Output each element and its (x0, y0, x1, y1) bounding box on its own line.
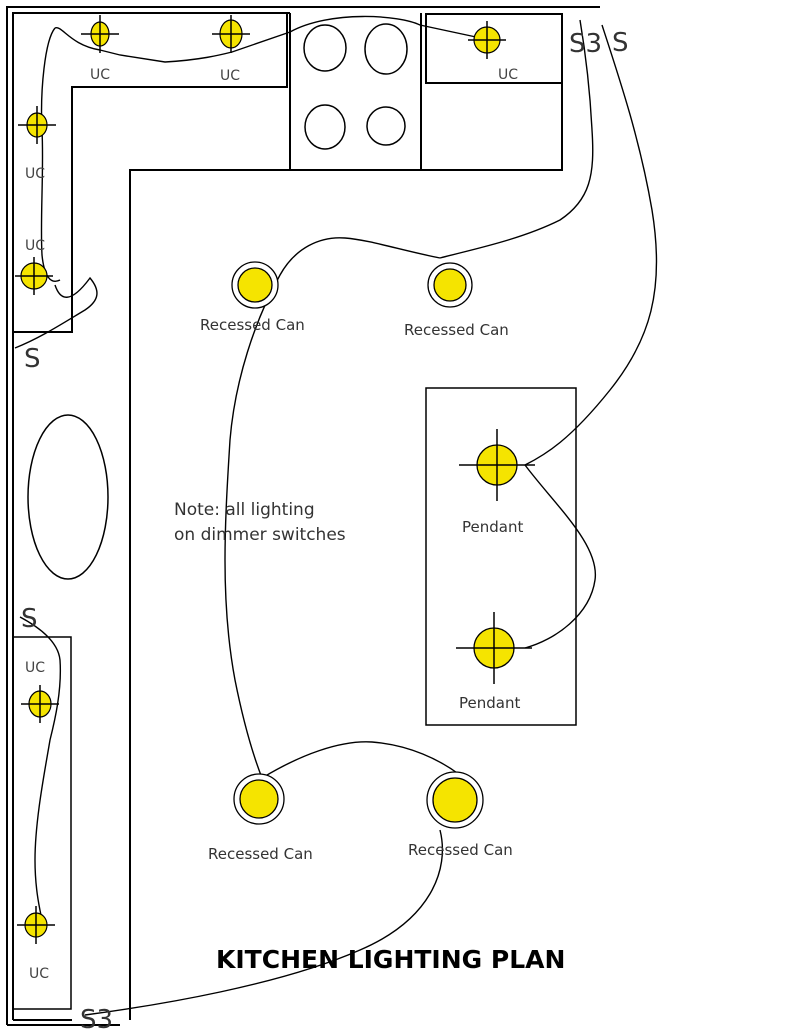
counters (12, 12, 577, 1020)
recessed-can-icon (231, 261, 279, 309)
uc-fixture-icon (15, 257, 53, 295)
room-inner-edge (129, 13, 563, 1020)
recessed-fixtures (231, 261, 484, 829)
uc-fixture-icon (212, 15, 250, 53)
wiring (14, 15, 658, 1016)
upper-cabinet-right (425, 13, 563, 84)
wire-to-switch-bottom (84, 829, 444, 1016)
pendant-label: Pendant (459, 694, 520, 712)
cooktop-burners (303, 23, 408, 150)
plan-title: KITCHEN LIGHTING PLAN (216, 945, 565, 974)
outer-wall-outer (6, 6, 600, 1025)
uc-label: UC (220, 68, 240, 84)
wire-recessed-run (224, 237, 441, 779)
recessed-can-icon (233, 773, 285, 825)
counter-lower-left (12, 636, 72, 1010)
wire-recessed-bottom (261, 741, 461, 779)
wire-s-to-pendant (524, 24, 658, 466)
switch-s3-bottom: S3 (80, 1005, 113, 1033)
switch-s-top: S (612, 28, 629, 58)
switch-s-left-upper: S (24, 344, 41, 374)
uc-label: UC (25, 660, 45, 676)
pendant-fixtures (456, 429, 535, 684)
recessed-can-icon (426, 771, 484, 829)
island (425, 387, 577, 726)
recessed-can-label: Recessed Can (404, 321, 509, 339)
wire-pendant-link (524, 464, 596, 649)
pendant-label: Pendant (462, 518, 523, 536)
pendant-icon (456, 612, 532, 684)
wire-to-switch-left-upper (14, 276, 98, 349)
uc-fixture-icon (468, 21, 506, 59)
burner-icon (366, 106, 406, 146)
wire-uc-top (54, 27, 291, 63)
uc-label: UC (90, 67, 110, 83)
pendant-icon (459, 429, 535, 501)
switch-s3-top: S3 (569, 29, 602, 59)
uc-fixture-icon (17, 906, 55, 944)
sink-icon (27, 414, 109, 580)
recessed-can-label: Recessed Can (200, 316, 305, 334)
wire-uc-left-lower (19, 616, 62, 921)
note-line-1: Note: all lighting (174, 500, 315, 520)
burner-icon (303, 24, 347, 72)
wire-s3-to-recessed (439, 19, 594, 259)
uc-label: UC (25, 166, 45, 182)
uc-fixtures (15, 15, 506, 944)
uc-label: UC (25, 238, 45, 254)
uc-label: UC (498, 67, 518, 83)
counter-top-left (13, 12, 288, 333)
wire-uc-cooktop (289, 15, 491, 41)
recessed-can-label: Recessed Can (208, 845, 313, 863)
uc-fixture-icon (21, 685, 59, 723)
uc-fixture-icon (18, 106, 56, 144)
recessed-can-label: Recessed Can (408, 841, 513, 859)
burner-icon (364, 23, 408, 75)
switch-s-left-lower: S (21, 604, 38, 634)
burner-icon (304, 104, 346, 150)
uc-fixture-icon (81, 15, 119, 53)
recessed-can-icon (427, 262, 473, 308)
uc-label: UC (29, 966, 49, 982)
note-line-2: on dimmer switches (174, 525, 346, 545)
